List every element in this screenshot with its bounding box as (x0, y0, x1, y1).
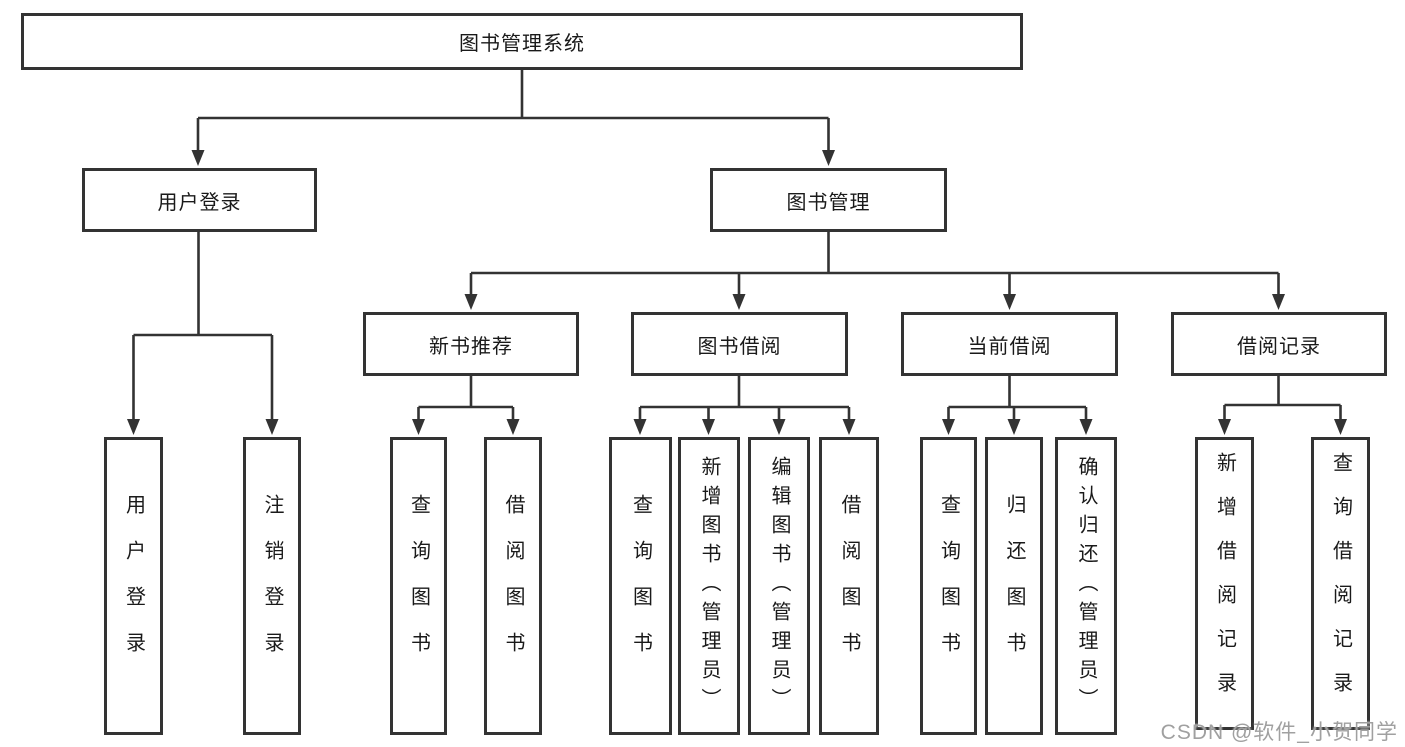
leaf-query-books-3: 查询图书 (920, 437, 977, 735)
node-book-borrow: 图书借阅 (631, 312, 848, 376)
leaf-query-books-1: 查询图书 (390, 437, 447, 735)
leaf-add-book-admin-label: 新增图书（管理员） (698, 455, 720, 717)
leaf-edit-book-admin: 编辑图书（管理员） (748, 437, 810, 735)
leaf-query-books-2: 查询图书 (609, 437, 672, 735)
node-borrow-records: 借阅记录 (1171, 312, 1387, 376)
leaf-return-books: 归还图书 (985, 437, 1043, 735)
leaf-query-books-3-label: 查询图书 (937, 494, 960, 678)
leaf-logout-label: 注销登录 (261, 494, 283, 678)
leaf-borrow-books-1-label: 借阅图书 (502, 494, 524, 678)
node-book-management: 图书管理 (710, 168, 947, 232)
leaf-query-borrow-record: 查询借阅记录 (1311, 437, 1370, 730)
leaf-add-borrow-record: 新增借阅记录 (1195, 437, 1254, 730)
leaf-user-login: 用户登录 (104, 437, 163, 735)
leaf-borrow-books-2: 借阅图书 (819, 437, 879, 735)
leaf-borrow-books-1: 借阅图书 (484, 437, 542, 735)
leaf-query-borrow-record-label: 查询借阅记录 (1329, 451, 1352, 716)
leaf-return-books-label: 归还图书 (1003, 494, 1025, 678)
node-root: 图书管理系统 (21, 13, 1023, 70)
node-current-borrow: 当前借阅 (901, 312, 1118, 376)
watermark: CSDN @软件_小贺同学 (1160, 721, 1398, 744)
node-new-book-recommend: 新书推荐 (363, 312, 579, 376)
leaf-logout: 注销登录 (243, 437, 301, 735)
leaf-add-borrow-record-label: 新增借阅记录 (1213, 451, 1236, 716)
leaf-confirm-return-admin: 确认归还（管理员） (1055, 437, 1117, 735)
leaf-edit-book-admin-label: 编辑图书（管理员） (768, 455, 790, 717)
arrowhead-icons (127, 150, 1347, 435)
leaf-borrow-books-2-label: 借阅图书 (838, 494, 860, 678)
leaf-add-book-admin: 新增图书（管理员） (678, 437, 740, 735)
leaf-user-login-label: 用户登录 (122, 494, 145, 678)
leaf-query-books-1-label: 查询图书 (407, 494, 430, 678)
leaf-query-books-2-label: 查询图书 (629, 494, 652, 678)
leaf-confirm-return-admin-label: 确认归还（管理员） (1075, 455, 1097, 717)
node-user-login: 用户登录 (82, 168, 317, 232)
